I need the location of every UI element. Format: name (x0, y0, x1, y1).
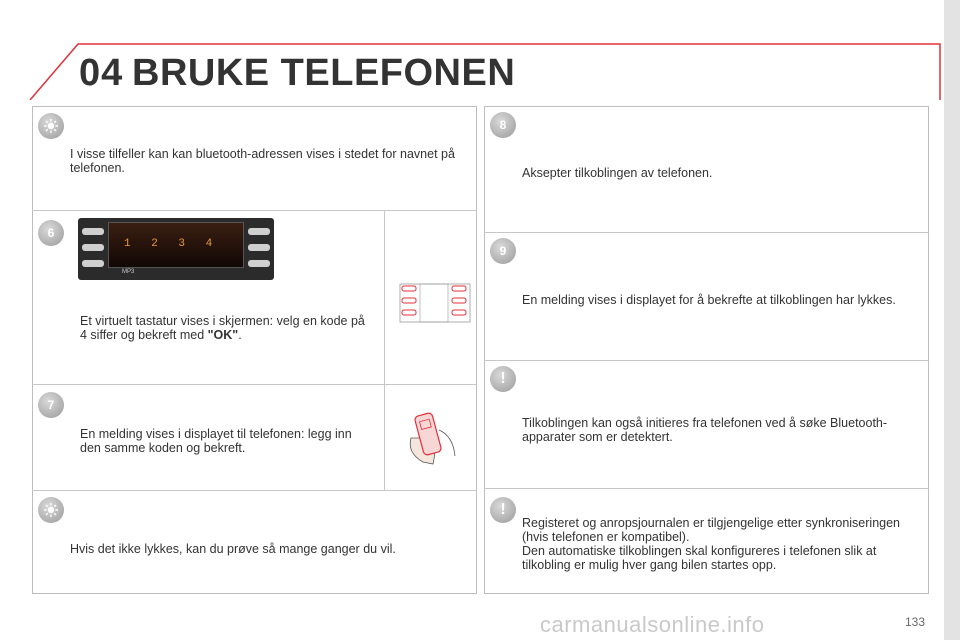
left-panel (32, 106, 477, 594)
page-header: 04 BRUKE TELEFONEN (0, 0, 960, 100)
keypad-image (399, 283, 471, 323)
warning-auto-connect-text: Den automatiske tilkoblingen skal konfig… (522, 544, 877, 572)
step-9-badge: 9 (490, 238, 516, 264)
side-strip (944, 0, 960, 640)
right-divider-2 (484, 360, 929, 361)
chapter-title: BRUKE TELEFONEN (132, 52, 516, 94)
warning-icon: ! (490, 366, 516, 392)
header-accent-line (29, 43, 941, 100)
tip-bluetooth-address: I visse tilfeller kan kan bluetooth-adre… (70, 147, 455, 175)
right-divider-1 (484, 232, 929, 233)
step-6-text: Et virtuelt tastatur vises i skjermen: v… (80, 314, 365, 342)
display-digits: 1 2 3 4 (124, 238, 220, 250)
warning-sync-text: Registeret og anropsjournalen er tilgjen… (522, 516, 901, 544)
warning-icon: ! (490, 497, 516, 523)
step-7-badge: 7 (38, 392, 64, 418)
display-label: MP3 (122, 269, 135, 275)
chapter-number: 04 (79, 52, 124, 94)
radio-display-image: 1 2 3 4 MP3 (78, 218, 274, 280)
display-screen (108, 222, 244, 268)
step-7-text: En melding vises i displayet til telefon… (80, 427, 352, 455)
step-6-badge: 6 (38, 220, 64, 246)
left-divider-1 (32, 210, 477, 211)
lightbulb-icon (38, 113, 64, 139)
tip-retry-text: Hvis det ikke lykkes, kan du prøve så ma… (70, 542, 396, 556)
step-8-badge: 8 (490, 112, 516, 138)
page-number: 133 (905, 615, 926, 629)
left-image-divider (384, 210, 385, 490)
step-8-text: Aksepter tilkoblingen av telefonen. (522, 166, 713, 180)
left-divider-2 (32, 384, 477, 385)
hand-phone-image (409, 412, 456, 465)
right-panel (484, 106, 929, 594)
right-divider-3 (484, 488, 929, 489)
warning-initiate-text: Tilkoblingen kan også initieres fra tele… (522, 416, 888, 444)
lightbulb-icon (38, 497, 64, 523)
left-divider-3 (32, 490, 477, 491)
watermark: carmanualsonline.info (540, 612, 765, 637)
step-9-text: En melding vises i displayet for å bekre… (522, 293, 896, 307)
